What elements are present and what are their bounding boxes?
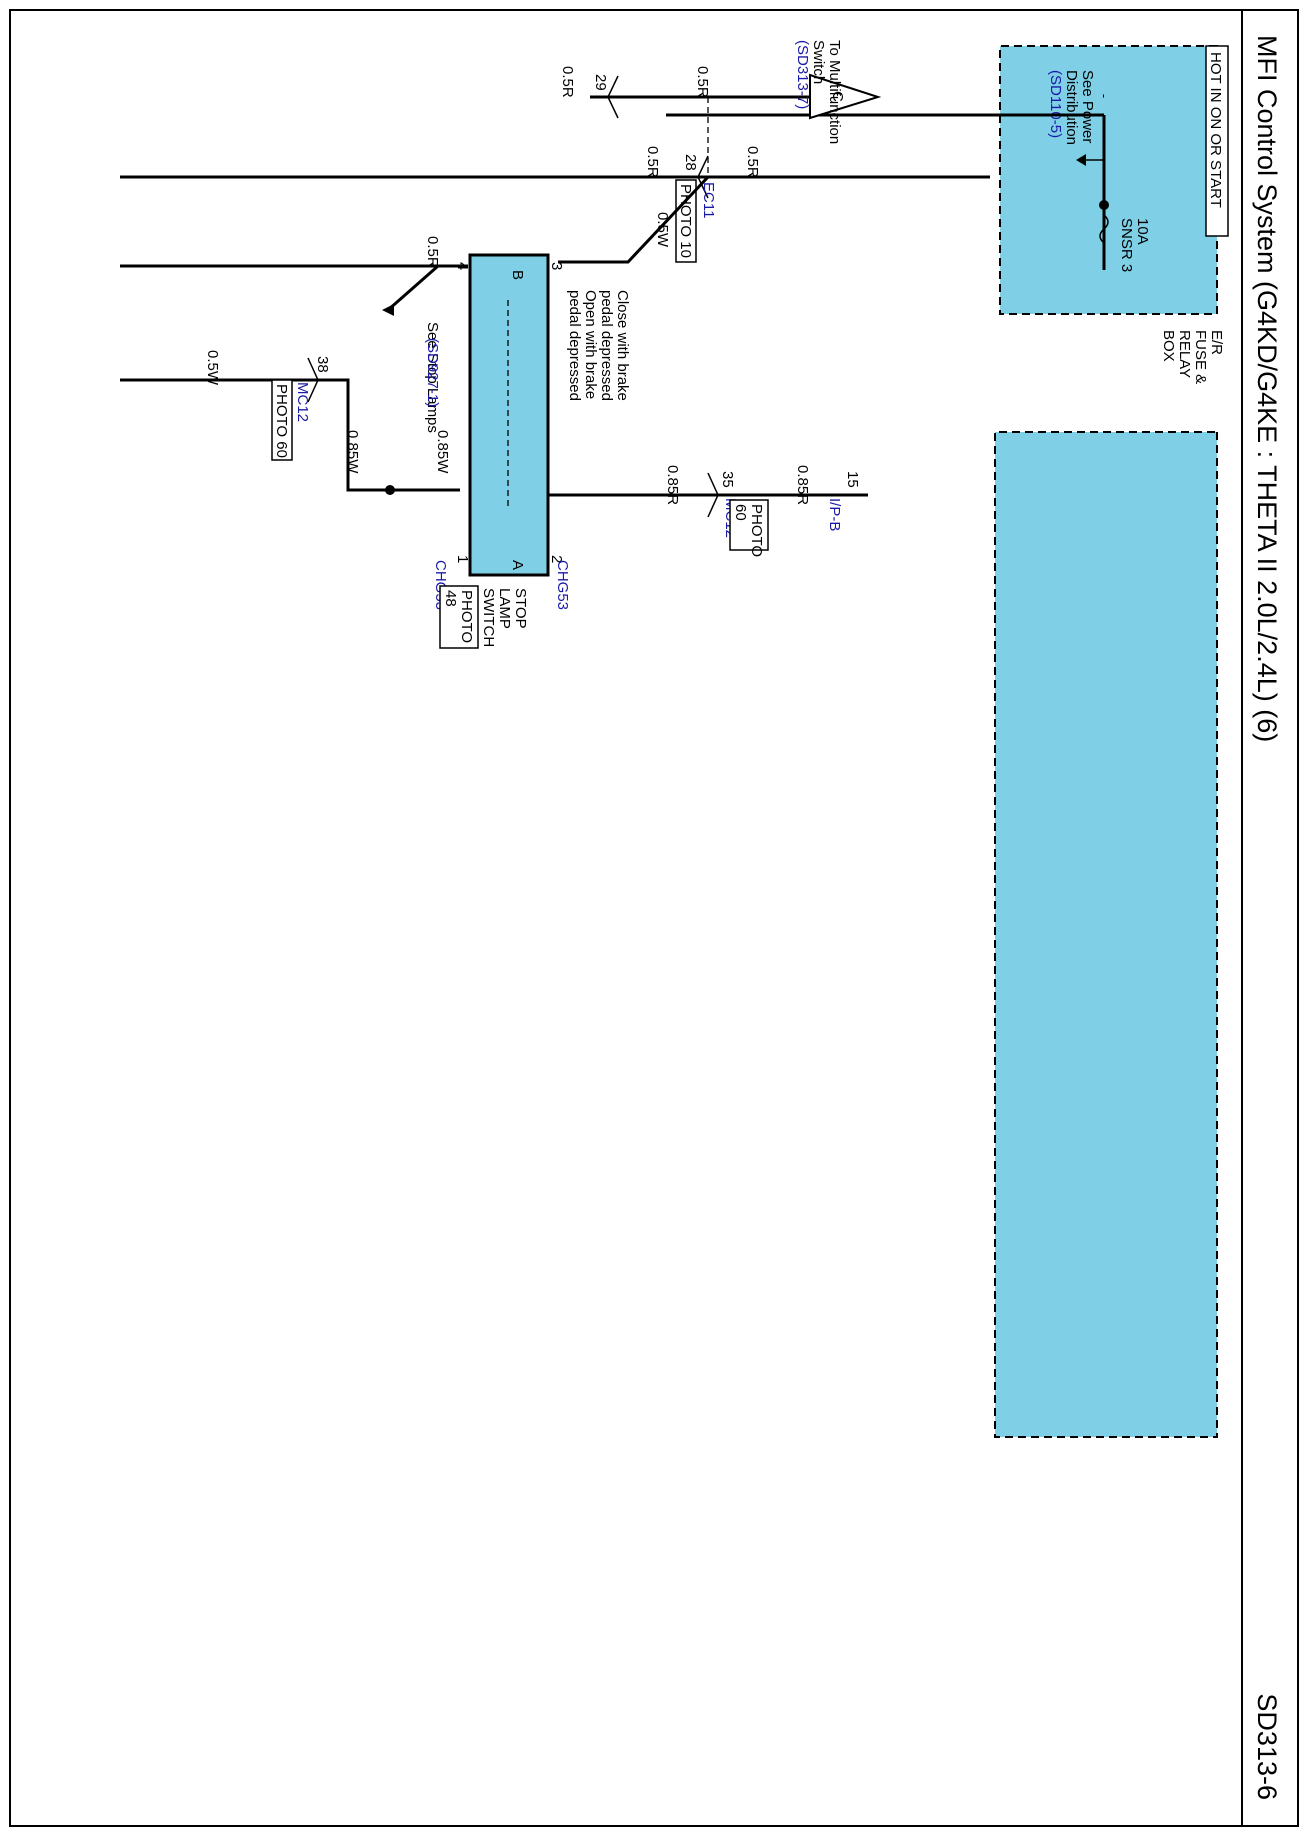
wire-0.85W-a: 0.85W — [434, 430, 451, 474]
stop-sw-a: STOP — [512, 588, 529, 629]
stop-lamps-b: (SD927-1) — [424, 338, 441, 407]
stop-sw-photo-b: 48 — [442, 590, 459, 607]
page-code: SD313-6 — [1252, 1693, 1282, 1800]
see-pd-1c: (SD110-5) — [1047, 70, 1064, 138]
ip-junction-box — [994, 431, 1218, 1438]
see-pd-1b: Distribution — [1063, 70, 1080, 145]
pin-28: 28 — [682, 154, 699, 171]
switch-b-label: B — [509, 270, 526, 280]
wire-0.5W-b: 0.5W — [204, 350, 221, 386]
note-b-open-b: pedal depressed — [566, 290, 583, 401]
er-box-label-d: BOX — [1160, 330, 1177, 362]
conn-mc12-a: MC12 — [294, 382, 311, 422]
wire-0.5W-to-switch — [558, 175, 710, 264]
stop-lamps-arrow-icon — [382, 304, 394, 316]
wire-0.85R-b: 0.85R — [794, 465, 811, 505]
pin-1: 1 — [454, 555, 471, 563]
ec11-photo: PHOTO 10 — [677, 184, 694, 258]
wire-0.5R-b: 0.5R — [694, 66, 711, 98]
er-fuse-relay-box — [999, 45, 1218, 315]
snsr3-fuse-label: SNSR 3 — [1118, 218, 1135, 272]
conn-29-icon — [607, 75, 619, 119]
pin-15: 15 — [844, 471, 861, 488]
hot-run-tag — [1205, 45, 1229, 237]
c-triangle-label: C — [829, 91, 846, 102]
see-pd-1a: See Power — [1079, 70, 1096, 143]
switch-a-label: A — [509, 560, 526, 570]
note-b-open-a: Open with brake — [582, 290, 599, 399]
stop-sw-c: SWITCH — [480, 588, 497, 647]
pin-29: 29 — [592, 74, 609, 91]
conn-28-icon — [697, 155, 709, 199]
multi-c: (SD313-7) — [794, 40, 811, 109]
wire-0.5W-a: 0.5W — [654, 212, 671, 248]
conn-chg53-top: CHG53 — [554, 560, 571, 610]
hot-run-label: HOT IN ON OR START — [1207, 52, 1224, 208]
pin-2: 2 — [548, 555, 565, 563]
conn-ec11: EC11 — [700, 182, 717, 218]
conn-35-icon — [707, 472, 719, 518]
multi-a: To Multifunction — [826, 40, 843, 144]
er-box-label-a: E/R — [1208, 330, 1225, 355]
wire-0.5R-c: 0.5R — [744, 146, 761, 178]
conn-ipb: I/P-B — [826, 498, 843, 531]
outer-frame — [9, 9, 1299, 1827]
note-a-close-a: Close with brake — [614, 290, 631, 401]
er-arrow-icon — [1076, 154, 1086, 166]
wire-0.5R-e: 0.5R — [424, 236, 441, 268]
er-box-label-c: RELAY — [1176, 330, 1193, 378]
pin-3: 3 — [548, 262, 565, 270]
page-title: MFI Control System (G4KD/G4KE : THETA II… — [1252, 35, 1282, 742]
c-triangle-icon — [809, 73, 882, 120]
note-a-close-b: pedal depressed — [598, 290, 615, 401]
wire-0.5R-d: 0.5R — [644, 146, 661, 178]
multi-b: Switch — [810, 40, 827, 84]
wire-0.85W-b: 0.85W — [344, 430, 361, 474]
stop-sw-b: LAMP — [496, 588, 513, 629]
mc12-b-photo-a: PHOTO — [748, 504, 765, 557]
mc12-a-photo: PHOTO 60 — [273, 384, 290, 458]
stop-lamps-a: See Stop Lamps — [424, 322, 441, 433]
stop-sw-photo-a: PHOTO — [458, 590, 475, 643]
stop-lamp-switch — [468, 253, 550, 577]
pin-38: 38 — [314, 356, 331, 373]
mc12-b-photo-b: 60 — [732, 504, 749, 521]
wire-0.5R-a: 0.5R — [559, 66, 576, 98]
er-box-label-b: FUSE & — [1192, 330, 1209, 384]
wire-0.85W — [318, 378, 460, 492]
splice-0.85W — [385, 485, 395, 495]
wire-0.85R-a: 0.85R — [664, 465, 681, 505]
pin-35: 35 — [719, 471, 736, 488]
snsr3-fuse-rating: 10A — [1134, 218, 1151, 245]
